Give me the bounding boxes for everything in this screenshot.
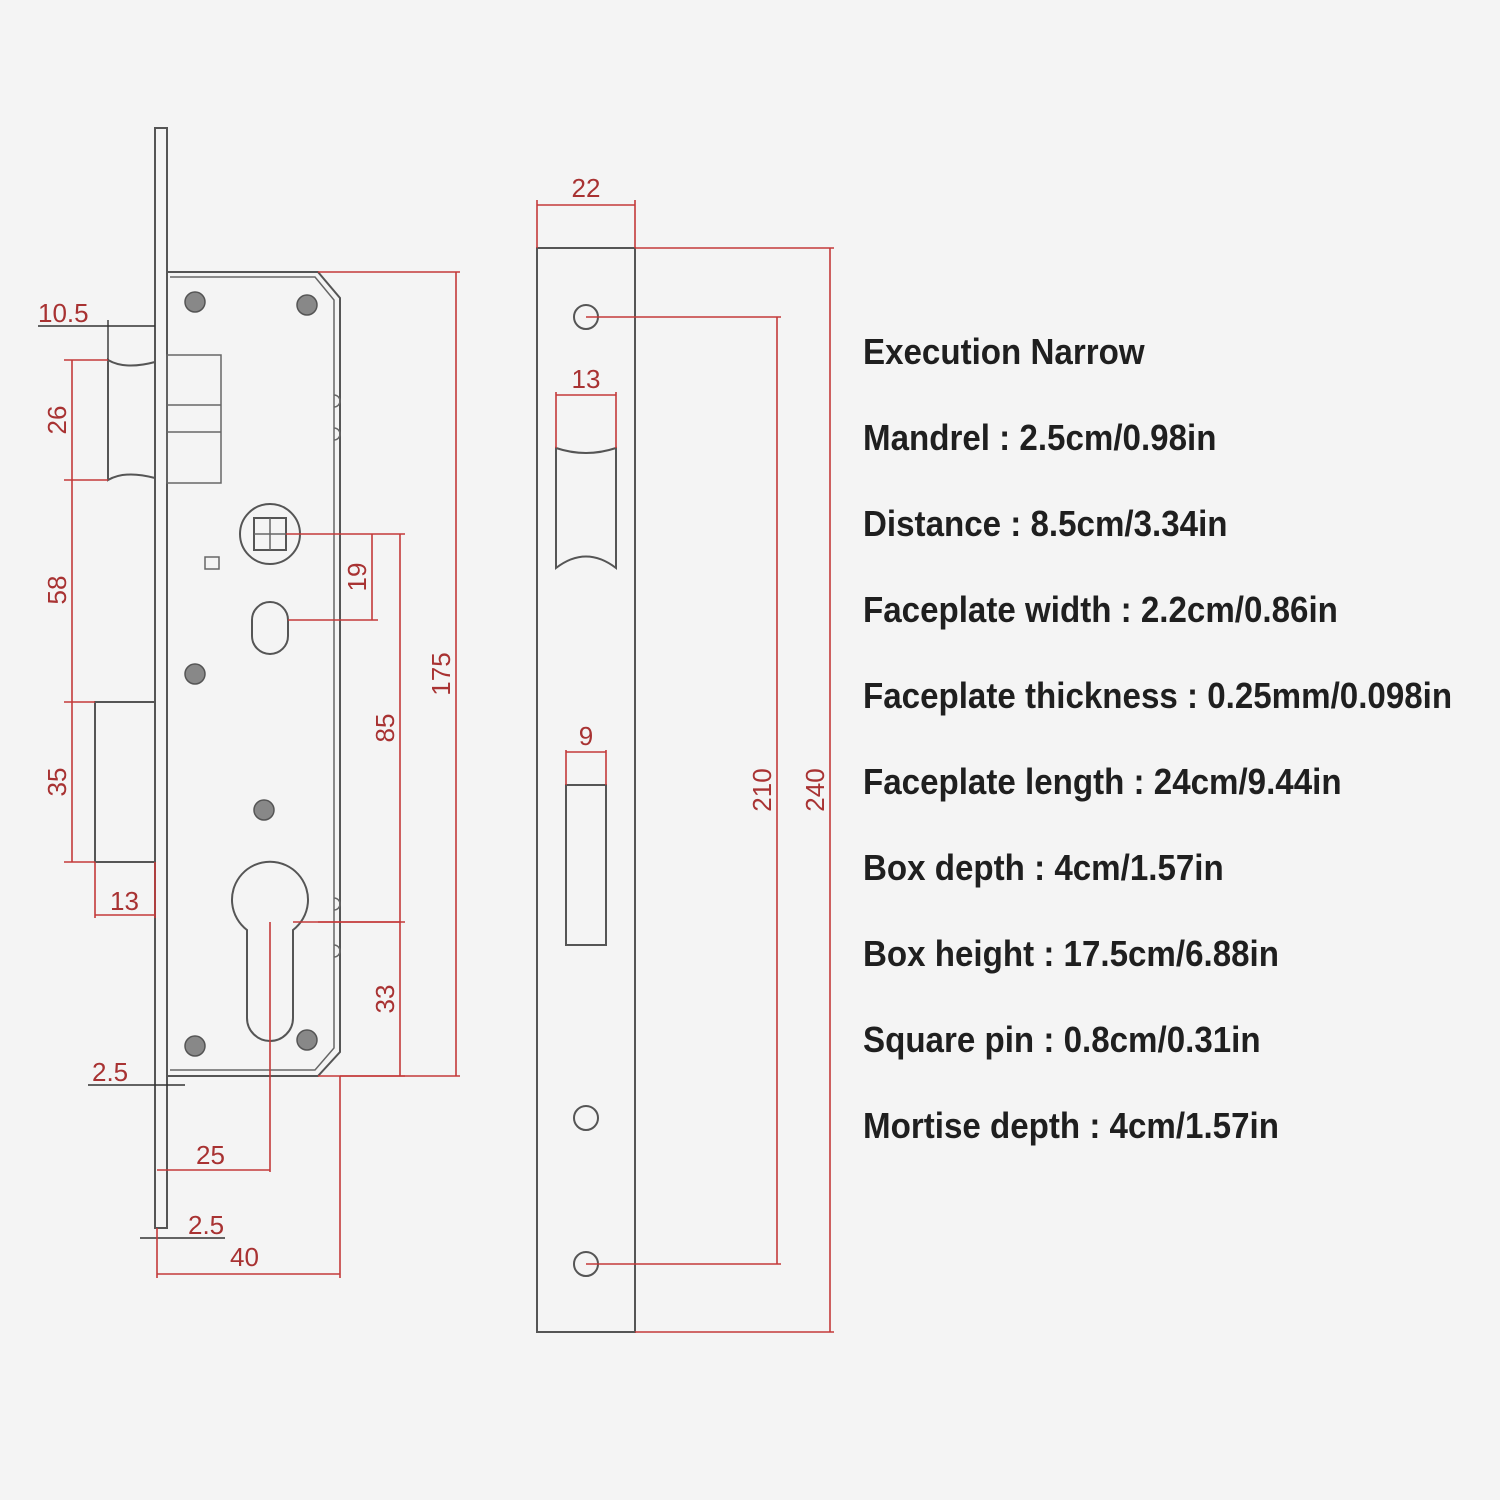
- spec-title: Execution Narrow: [863, 331, 1145, 372]
- dim-label: 2.5: [188, 1210, 224, 1240]
- left-view-dimension-lines: [38, 271, 460, 1278]
- faceplate-front-view: [536, 247, 636, 1333]
- spec-item-mortise-depth: Mortise depth : 4cm/1.57in: [863, 1105, 1279, 1146]
- dead-bolt: [94, 701, 156, 863]
- dim-label: 33: [370, 985, 400, 1014]
- lock-case-inner: [170, 276, 335, 1071]
- latch-bolt: [107, 354, 222, 484]
- screw-icon: [184, 291, 206, 313]
- faceplate-edge: [154, 127, 168, 1229]
- spec-item-distance: Distance : 8.5cm/3.34in: [863, 503, 1228, 544]
- dim-label: 2.5: [92, 1057, 128, 1087]
- spec-item-box-depth: Box depth : 4cm/1.57in: [863, 847, 1224, 888]
- screw-icon: [184, 663, 206, 685]
- dim-label: 210: [747, 768, 777, 811]
- dim-label: 9: [579, 721, 593, 751]
- spec-item-faceplate-width: Faceplate width : 2.2cm/0.86in: [863, 589, 1338, 630]
- dim-label: 10.5: [38, 298, 89, 328]
- dim-label: 175: [426, 652, 456, 695]
- dim-label: 25: [196, 1140, 225, 1170]
- spec-item-box-height: Box height : 17.5cm/6.88in: [863, 933, 1279, 974]
- faceplate: [536, 247, 636, 1333]
- dim-label: 40: [230, 1242, 259, 1272]
- spec-item-faceplate-thickness: Faceplate thickness : 0.25mm/0.098in: [863, 675, 1453, 716]
- screw-icon: [296, 1029, 318, 1051]
- dim-label: 19: [342, 563, 372, 592]
- spec-list: Execution Narrow Mandrel : 2.5cm/0.98in …: [863, 330, 1452, 1190]
- dim-label: 58: [42, 576, 72, 605]
- dim-label: 85: [370, 714, 400, 743]
- dim-label: 35: [42, 768, 72, 797]
- screw-icon: [184, 1035, 206, 1057]
- spec-item-square-pin: Square pin : 0.8cm/0.31in: [863, 1019, 1261, 1060]
- small-slot: [204, 556, 220, 570]
- lock-body-side-view: [94, 127, 341, 1229]
- screw-hole-middle: [573, 1105, 599, 1131]
- dim-label: 22: [572, 173, 601, 203]
- screw-icon: [253, 799, 275, 821]
- spec-item-mandrel: Mandrel : 2.5cm/0.98in: [863, 417, 1217, 458]
- screw-icon: [296, 294, 318, 316]
- dim-label: 26: [42, 406, 72, 435]
- spec-item-faceplate-length: Faceplate length : 24cm/9.44in: [863, 761, 1342, 802]
- deadbolt-opening: [565, 784, 607, 946]
- case-notches: [333, 394, 341, 958]
- faceplate-dimension-lines: [536, 200, 834, 1333]
- dim-label: 13: [572, 364, 601, 394]
- dim-label: 240: [800, 768, 830, 811]
- latch-opening: [555, 446, 617, 571]
- dim-label: 13: [110, 886, 139, 916]
- cylinder-cutout: [231, 860, 309, 1042]
- oval-slot: [251, 601, 289, 655]
